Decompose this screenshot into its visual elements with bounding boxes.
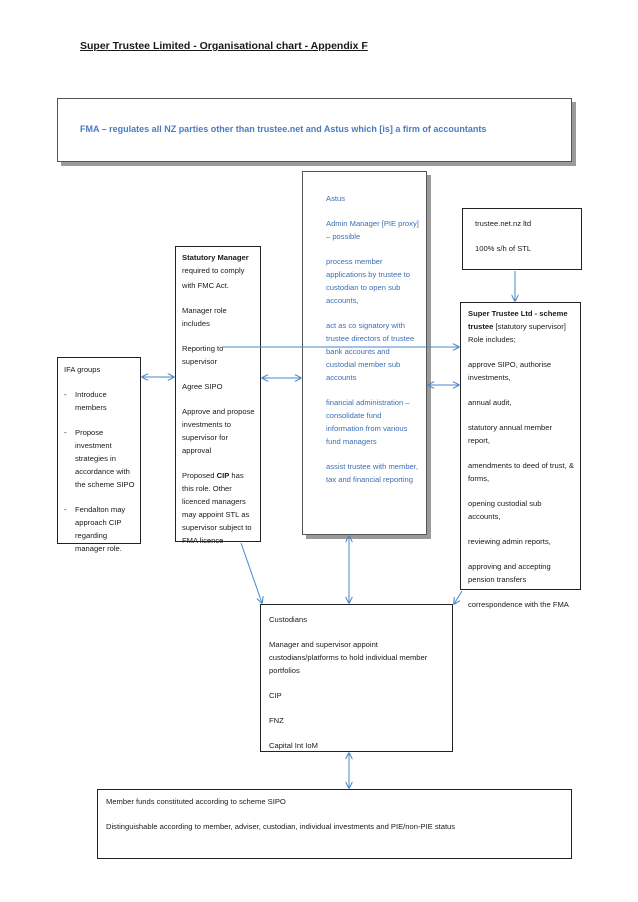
- ifa-item: Introduce members: [64, 388, 136, 414]
- super-trustee-box: Super Trustee Ltd - scheme trustee [stat…: [460, 302, 581, 609]
- ifa-item: Fendalton may approach CIP regarding man…: [64, 503, 136, 555]
- super-trustee-role: Role includes;: [468, 335, 516, 344]
- statutory-manager-cip: Proposed CIP has this role. Other licenc…: [182, 471, 252, 545]
- custodian-item: Capital Int IoM: [269, 741, 318, 750]
- astus-assist-trustee: assist trustee with member, tax and fina…: [326, 462, 418, 484]
- super-trustee-item: amendments to deed of trust, & forms,: [468, 461, 574, 483]
- super-trustee-item: reviewing admin reports,: [468, 537, 551, 546]
- super-trustee-item: approving and accepting pension transfer…: [468, 562, 551, 584]
- statutory-manager-approve: Approve and propose investments to super…: [182, 407, 255, 455]
- astus-title: Astus: [326, 194, 345, 203]
- super-trustee-title: Super Trustee Ltd - scheme trustee [stat…: [468, 309, 568, 331]
- trustee-net-shareholding: 100% s/h of STL: [475, 244, 532, 253]
- statutory-manager-line1: required to comply: [182, 266, 245, 275]
- member-funds-line2: Distinguishable according to member, adv…: [106, 822, 456, 831]
- statutory-manager-title: Statutory Manager: [182, 253, 249, 262]
- statutory-manager-role: Manager role includes: [182, 306, 227, 328]
- trustee-net-name: trustee.net.nz ltd: [475, 219, 532, 228]
- statutory-manager-line2: with FMC Act.: [182, 281, 229, 290]
- page-title: Super Trustee Limited - Organisational c…: [80, 40, 368, 52]
- super-trustee-item: annual audit,: [468, 398, 512, 407]
- custodians-description: Manager and supervisor appoint custodian…: [269, 640, 428, 675]
- arrow-stl-custodians: [454, 590, 463, 604]
- ifa-heading: IFA groups: [64, 365, 101, 374]
- super-trustee-item: statutory annual member report,: [468, 423, 552, 445]
- trustee-net-box: trustee.net.nz ltd 100% s/h of STL: [462, 208, 582, 270]
- statutory-manager-sipo: Agree SIPO: [182, 382, 223, 391]
- astus-admin-manager: Admin Manager [PIE proxy] – possible: [326, 219, 419, 241]
- statutory-manager-box: Statutory Manager required to comply wit…: [175, 246, 261, 545]
- fma-text: FMA – regulates all NZ parties other tha…: [80, 124, 487, 134]
- custodians-box: Custodians Manager and supervisor appoin…: [260, 604, 453, 752]
- custodian-item: FNZ: [269, 716, 284, 725]
- custodians-title: Custodians: [269, 615, 307, 624]
- statutory-manager-reporting: Reporting to supervisor: [182, 344, 224, 366]
- astus-process-applications: process member applications by trustee t…: [326, 257, 411, 305]
- astus-co-signatory: act as co signatory with trustee directo…: [326, 321, 415, 382]
- arrow-statutory-custodians: [240, 542, 262, 603]
- super-trustee-item: approve SIPO, authorise investments,: [468, 360, 552, 382]
- fma-regulator-box: FMA – regulates all NZ parties other tha…: [57, 98, 572, 162]
- ifa-item: Propose investment strategies in accorda…: [64, 426, 136, 491]
- member-funds-line1: Member funds constituted according to sc…: [106, 797, 286, 806]
- custodian-item: CIP: [269, 691, 282, 700]
- member-funds-box: Member funds constituted according to sc…: [97, 789, 572, 859]
- astus-box: Astus Admin Manager [PIE proxy] – possib…: [302, 171, 427, 535]
- astus-financial-admin: financial administration – consolidate f…: [326, 398, 410, 446]
- super-trustee-item: opening custodial sub accounts,: [468, 499, 542, 521]
- super-trustee-item: correspondence with the FMA: [468, 600, 569, 609]
- ifa-groups-box: IFA groups Introduce members Propose inv…: [57, 357, 141, 553]
